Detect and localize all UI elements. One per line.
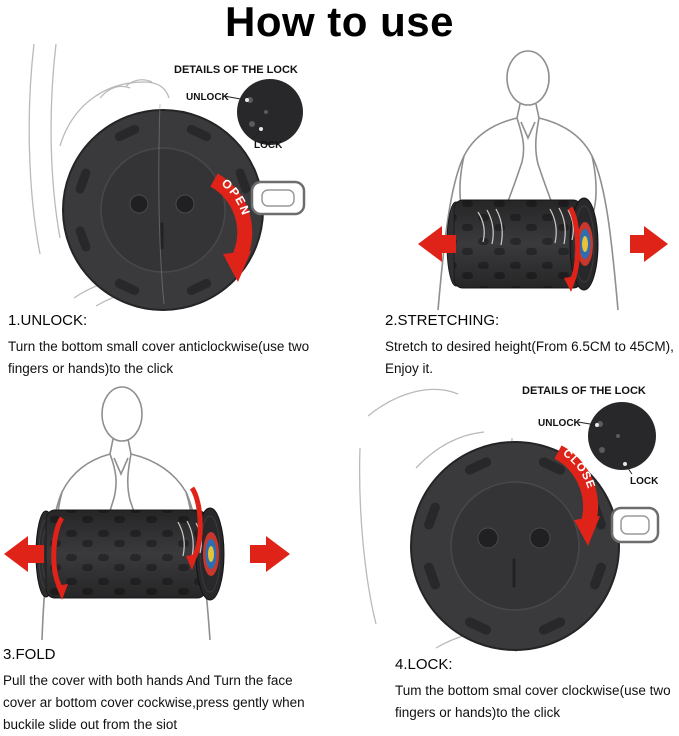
lid-handle [610, 506, 660, 544]
step-2-title: 2.STRETCHING: [385, 312, 500, 329]
lock-detail-inset: DETAILS OF THE LOCK UNLOCK LOCK [522, 385, 659, 487]
detail-title: DETAILS OF THE LOCK [174, 64, 298, 76]
step-2-line-2: Enjoy it. [385, 361, 434, 376]
stool-lid [62, 103, 264, 311]
lid-knob-left [129, 194, 149, 214]
lock-closeup [588, 402, 656, 470]
lock-label: LOCK [254, 140, 283, 151]
step-2-line-1: Stretch to desired height(From 6.5CM to … [385, 339, 674, 354]
cap-sticker [203, 532, 219, 576]
step-3-line-1: Pull the cover with both hands And Turn … [3, 673, 293, 688]
step-1-line-2: fingers or hands)to the click [8, 361, 174, 376]
step-4-line-1: Tum the bottom smal cover clockwise(use … [395, 683, 671, 698]
step-4-title: 4.LOCK: [395, 656, 453, 673]
step-2-caption: 2.STRETCHING: Stretch to desired height(… [385, 312, 677, 380]
twist-arrow-left [51, 516, 65, 592]
cap-sticker [577, 222, 593, 266]
stretch-arrow-left [418, 226, 456, 262]
step-3-line-3: buckile slide out from the siot [3, 717, 178, 732]
fold-illustration [4, 386, 290, 641]
stretch-arrow-right [630, 226, 668, 262]
stretching-illustration [418, 50, 668, 311]
stretch-arrows [418, 206, 668, 292]
lid-knob-right [529, 527, 551, 549]
detail-title: DETAILS OF THE LOCK [522, 385, 646, 397]
fold-arrows [4, 486, 290, 600]
unlock-label: UNLOCK [186, 92, 230, 103]
lock-closeup [237, 79, 303, 145]
step-4-line-2: fingers or hands)to the click [395, 705, 561, 720]
gripping-hands [477, 207, 574, 246]
step-1-title: 1.UNLOCK: [8, 312, 88, 329]
unlock-label: UNLOCK [538, 418, 582, 429]
step-3-caption: 3.FOLD Pull the cover with both hands An… [3, 646, 338, 736]
lid-knob-left [477, 527, 499, 549]
step-4-caption: 4.LOCK: Tum the bottom smal cover clockw… [395, 656, 677, 724]
lid-knob-right [175, 194, 195, 214]
fold-arrow-left [4, 536, 44, 572]
fold-arrow-right [250, 536, 290, 572]
step-3-title: 3.FOLD [3, 646, 56, 663]
step-1-line-1: Turn the bottom small cover anticlockwis… [8, 339, 310, 354]
unlock-illustration: OPEN DETAILS OF THE LOCK UNLOCK LOCK [28, 43, 306, 311]
page-title: How to use [224, 0, 454, 45]
lock-label: LOCK [630, 476, 659, 487]
lock-illustration: CLOSE DETAILS OF THE LOCK UNLOCK LOCK [358, 385, 660, 653]
stool-body [35, 507, 225, 601]
step-1-caption: 1.UNLOCK: Turn the bottom small cover an… [8, 312, 338, 380]
step-3-line-2: cover ar bottom cover cockwise,press gen… [3, 695, 305, 710]
stool-lid [410, 441, 620, 651]
lid-handle [250, 180, 306, 216]
lock-detail-inset: DETAILS OF THE LOCK UNLOCK LOCK [174, 64, 303, 151]
rim-slots [424, 457, 606, 635]
